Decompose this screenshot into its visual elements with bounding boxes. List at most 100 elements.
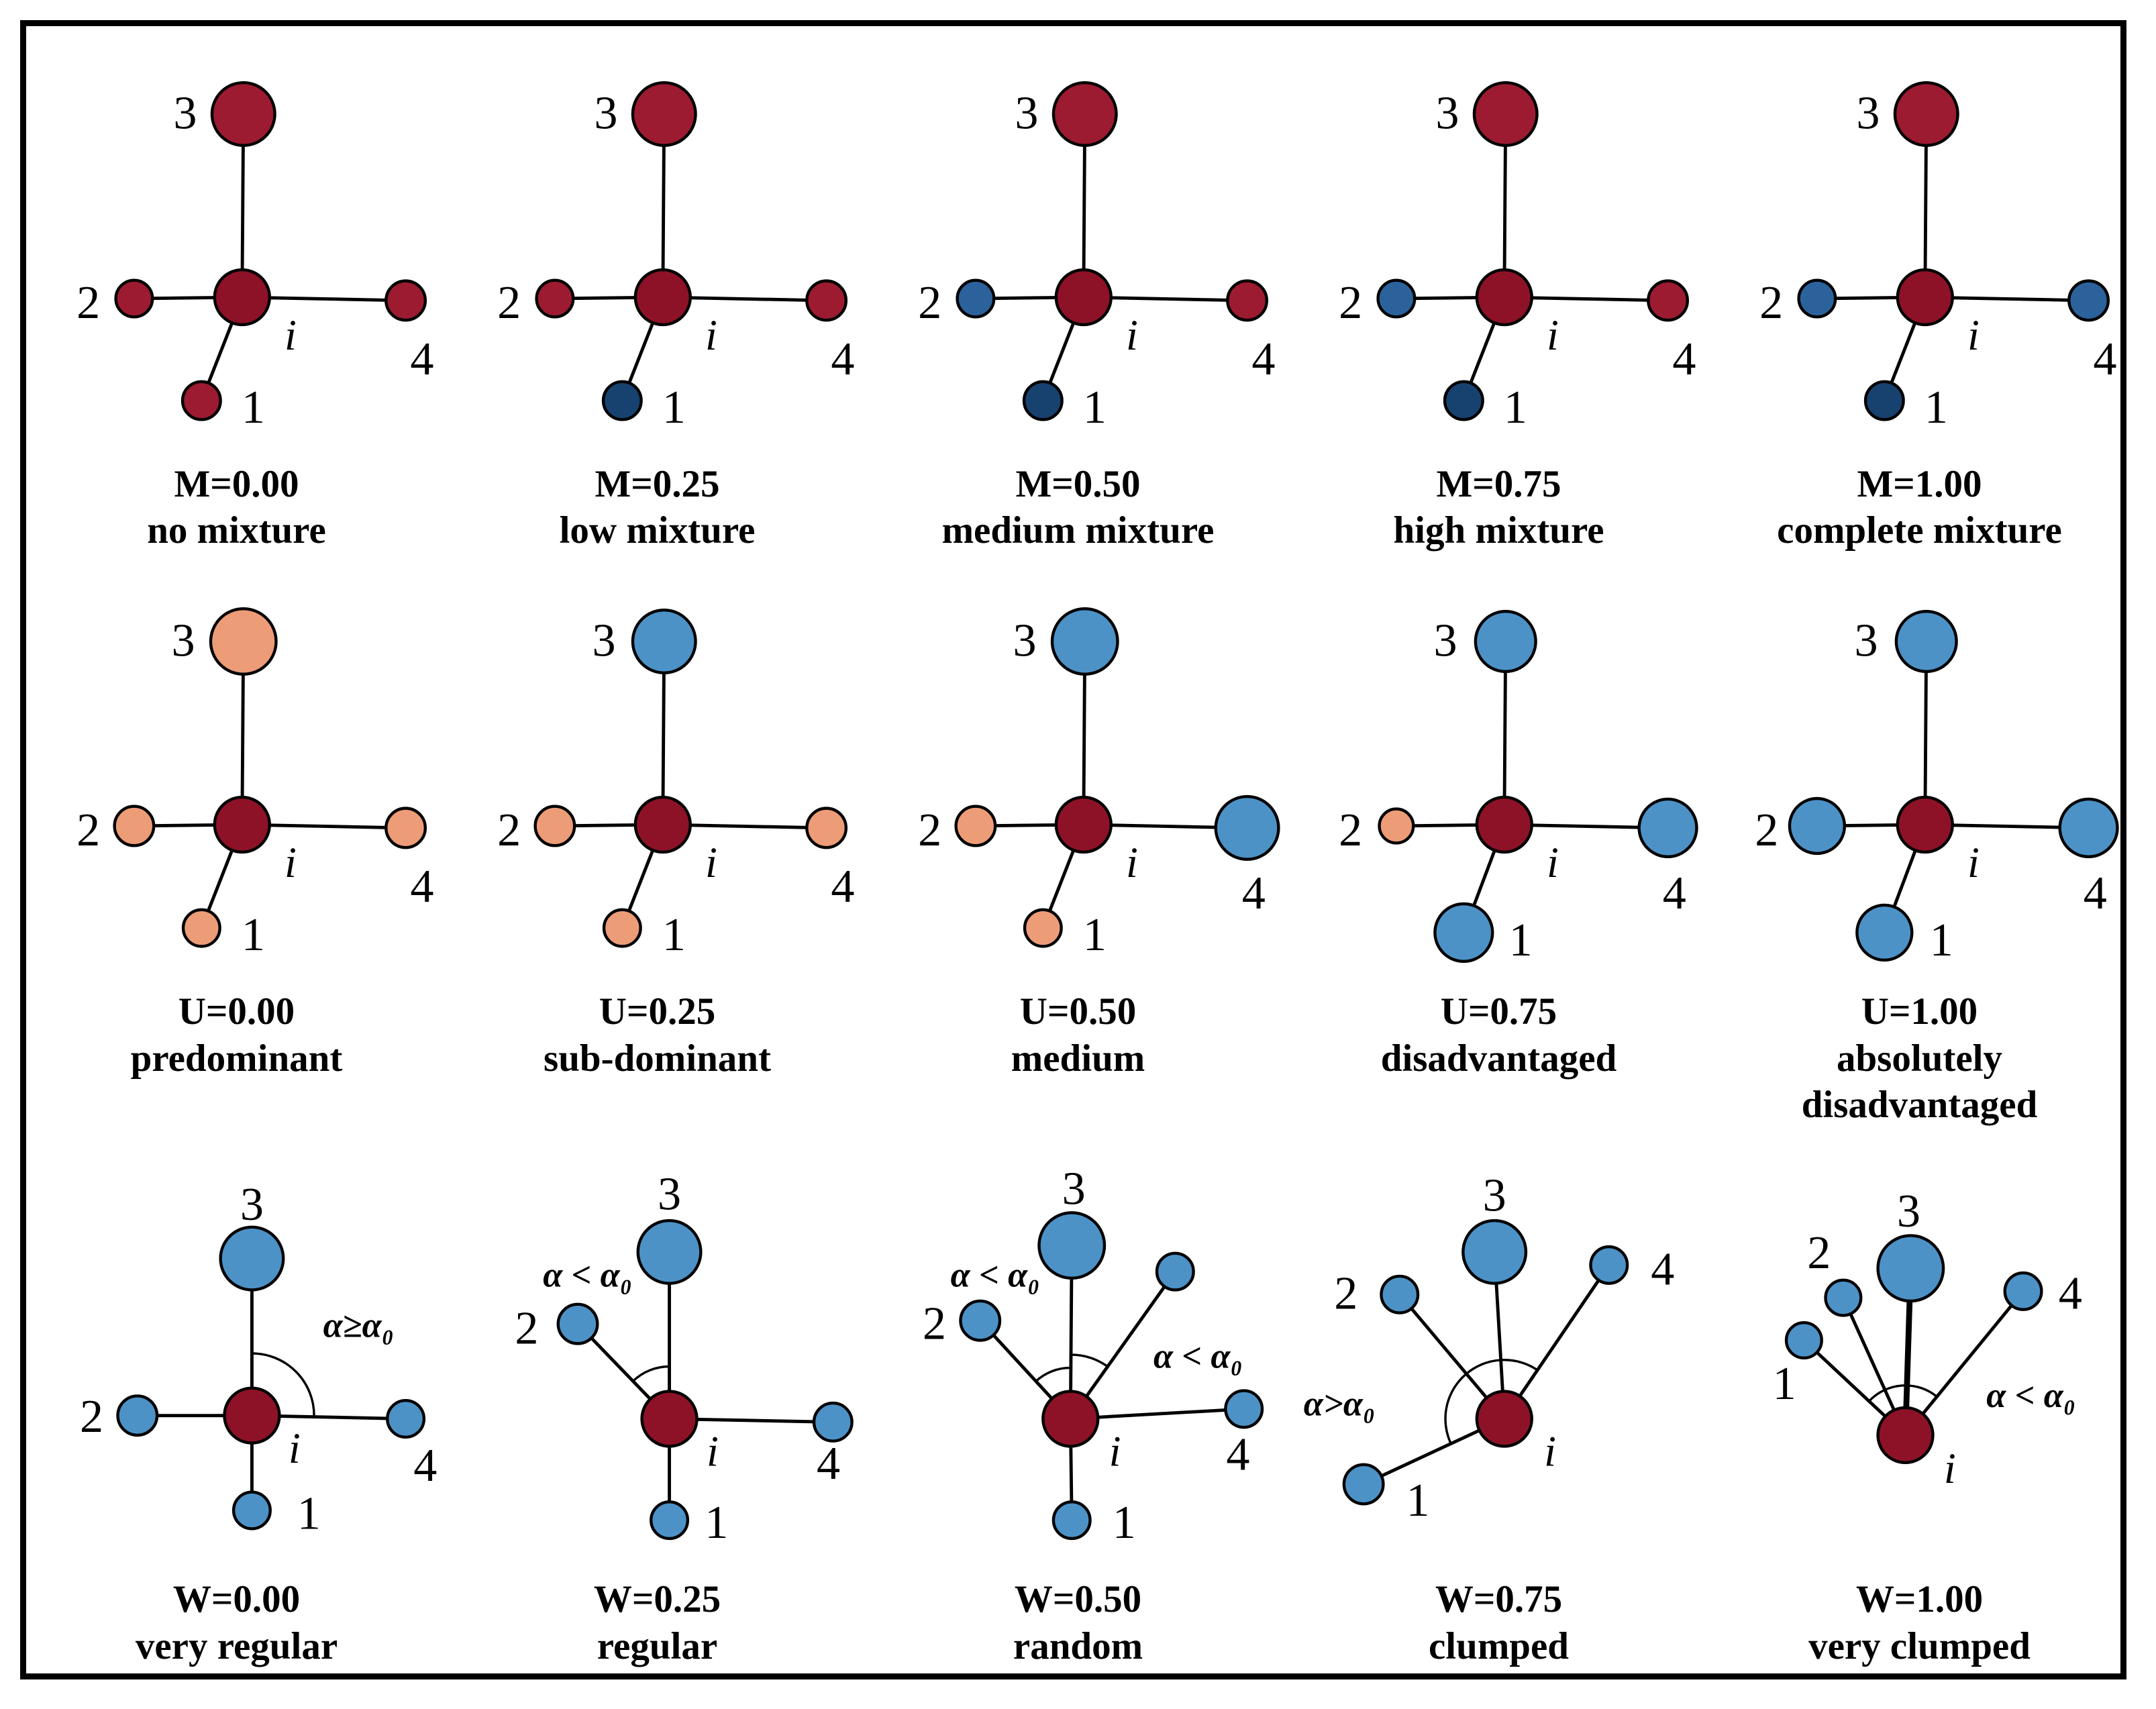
tree-node-2	[956, 278, 996, 319]
node-label-4: 4	[831, 333, 854, 385]
tree-node-2	[535, 278, 575, 319]
caption-value: U=0.25	[599, 990, 716, 1033]
caption-desc: very clumped	[1808, 1624, 2031, 1667]
tree-node-3	[210, 81, 276, 147]
tree-node-i	[640, 1390, 699, 1449]
node-label-i: i	[1126, 311, 1138, 359]
tree-node-i	[1054, 268, 1113, 326]
caption-desc: no mixture	[147, 509, 326, 552]
node-label-1: 1	[1504, 381, 1527, 433]
node-label-2: 2	[1759, 276, 1783, 329]
panel-caption: U=0.25 sub-dominant	[544, 988, 771, 1082]
tree-node-i	[1475, 1390, 1533, 1449]
tree-node-x	[1155, 1251, 1195, 1292]
tree-node-2	[1824, 1278, 1863, 1317]
tree-node-i	[1876, 1406, 1935, 1465]
tree-node-i	[223, 1386, 281, 1445]
node-label-i: i	[1126, 839, 1138, 886]
node-label-2: 2	[1334, 1267, 1357, 1320]
tree-node-1	[1863, 380, 1905, 421]
caption-value: U=0.50	[1019, 990, 1137, 1033]
node-label-1: 1	[662, 909, 686, 961]
tree-node-3	[1876, 1234, 1945, 1303]
node-label-3: 3	[1483, 1170, 1506, 1222]
edge-i-4	[1502, 1264, 1610, 1420]
angle-arc	[252, 1352, 315, 1416]
node-label-i: i	[1544, 1428, 1556, 1475]
tree-node-3	[1474, 610, 1537, 674]
node-label-2: 2	[918, 804, 941, 856]
node-label-4: 4	[2084, 867, 2107, 919]
node-label-3: 3	[1897, 1185, 1920, 1237]
edge-i-4	[1904, 1290, 2024, 1437]
panel-caption: U=1.00 absolutely disadvantaged	[1802, 988, 2038, 1129]
panel-caption: W=0.75 clumped	[1429, 1576, 1569, 1669]
caption-value: W=0.25	[593, 1578, 721, 1621]
tree-node-1	[181, 380, 222, 421]
tree-node-i	[633, 268, 692, 326]
tree-node-1	[1051, 1500, 1092, 1541]
node-label-4: 4	[1226, 1429, 1249, 1481]
node-label-i: i	[285, 311, 297, 359]
node-label-i: i	[707, 1428, 719, 1475]
tree-node-3	[1893, 81, 1959, 147]
panel-caption: M=1.00 complete mixture	[1777, 461, 2062, 554]
caption-value: M=0.00	[174, 462, 299, 505]
node-label-1: 1	[1924, 381, 1948, 433]
node-label-2: 2	[76, 276, 100, 329]
tree-node-4	[1214, 795, 1280, 862]
tree-node-1	[1433, 902, 1494, 964]
tree-node-4	[812, 1402, 854, 1443]
tree-node-2	[954, 805, 997, 847]
node-label-1: 1	[662, 381, 686, 433]
tree-node-4	[1226, 278, 1269, 321]
caption-desc: sub-dominant	[544, 1037, 771, 1080]
node-label-4: 4	[1651, 1243, 1674, 1296]
node-label-3: 3	[592, 615, 615, 667]
node-label-i: i	[705, 311, 717, 359]
node-label-2: 2	[80, 1390, 103, 1443]
node-label-4: 4	[1672, 333, 1696, 385]
caption-desc: random	[1013, 1624, 1143, 1667]
node-label-3: 3	[1854, 615, 1878, 667]
tree-node-i	[213, 796, 271, 854]
node-label-1: 1	[242, 381, 265, 433]
panel-caption: W=0.50 random	[1013, 1576, 1143, 1669]
tree-node-3	[1461, 1219, 1528, 1286]
node-label-4: 4	[2093, 333, 2116, 385]
node-label-2: 2	[923, 1298, 946, 1350]
tree-node-1	[1855, 903, 1914, 962]
panel-caption: M=0.50 medium mixture	[942, 461, 1215, 554]
node-label-1: 1	[1083, 909, 1107, 961]
node-label-2: 2	[918, 276, 941, 329]
tree-node-4	[1647, 278, 1690, 321]
tree-node-4	[1637, 797, 1698, 859]
tree-node-1	[601, 380, 643, 421]
caption-desc: medium mixture	[941, 509, 1215, 552]
angle-arc	[1070, 1353, 1109, 1367]
panel-caption: W=0.25 regular	[594, 1576, 721, 1669]
node-label-4: 4	[1663, 867, 1686, 919]
angle-label: α < α₀	[543, 1256, 632, 1295]
tree-node-3	[209, 607, 278, 676]
node-label-3: 3	[1433, 615, 1457, 667]
node-label-i: i	[289, 1425, 301, 1472]
angle-arc	[1035, 1367, 1071, 1383]
tree-node-3	[1894, 610, 1958, 674]
angle-arc	[1444, 1359, 1538, 1445]
node-label-4: 4	[413, 1439, 437, 1492]
